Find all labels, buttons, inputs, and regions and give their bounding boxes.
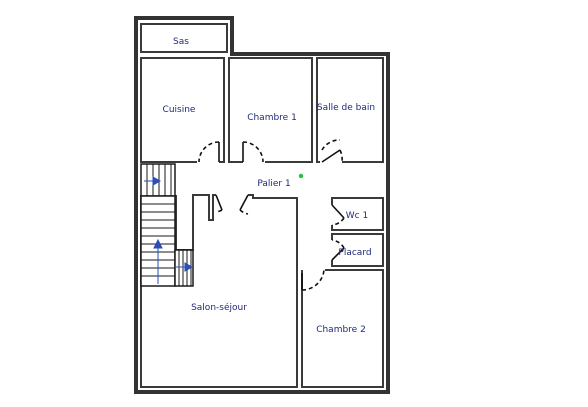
- label-palier1: Palier 1: [257, 179, 290, 189]
- room-placard-outline: [331, 233, 384, 267]
- staircase: [140, 163, 194, 287]
- door-swings: [198, 139, 345, 291]
- room-chambre2-outline: [301, 269, 384, 388]
- label-placard: Placard: [338, 248, 371, 258]
- door-chambre2: [301, 269, 325, 291]
- door-openings: [197, 159, 342, 273]
- door-cuisine: [198, 141, 220, 163]
- label-sas: Sas: [173, 37, 189, 47]
- door-placard: [331, 239, 345, 261]
- room-outlines: [140, 23, 384, 388]
- door-wc1: [331, 204, 345, 226]
- label-chambre2: Chambre 2: [316, 325, 366, 335]
- room-labels: Sas Cuisine Chambre 1 Salle de bain Pali…: [163, 37, 376, 335]
- door-salle-de-bain: [321, 139, 343, 163]
- exterior-walls: [134, 16, 390, 394]
- label-wc1: Wc 1: [346, 211, 368, 221]
- label-salle-de-bain: Salle de bain: [317, 103, 375, 113]
- room-salle-de-bain-outline: [316, 57, 384, 163]
- position-marker: [298, 173, 304, 179]
- label-cuisine: Cuisine: [163, 105, 196, 115]
- label-chambre1: Chambre 1: [247, 113, 297, 123]
- door-chambre1: [242, 141, 264, 163]
- room-sas-outline: [140, 23, 228, 53]
- label-salon-sejour: Salon-séjour: [191, 302, 247, 313]
- door-salon-double: [215, 194, 249, 215]
- room-chambre1-outline: [228, 57, 313, 163]
